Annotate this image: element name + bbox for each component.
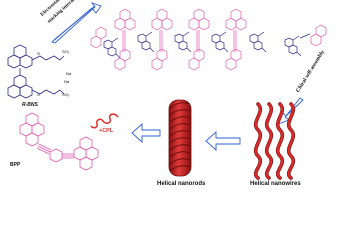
helical-nanorod — [168, 99, 192, 177]
cpl-label: +CPL — [99, 128, 114, 134]
coassembly-chain — [90, 8, 327, 71]
na-top-label: Na — [66, 71, 72, 76]
ether-o-top-label: O — [37, 51, 41, 56]
nanowires-to-nanorods-arrow — [205, 130, 241, 152]
cpl-spiral-icon — [90, 113, 119, 129]
helical-nanorods-label: Helical nanorods — [157, 181, 206, 187]
nanorods-to-cpl-arrow — [131, 122, 161, 144]
self-assembly-arrow — [277, 97, 304, 125]
r-bns-molecule — [7, 44, 65, 99]
helical-nanowires-label: Helical nanowires — [250, 181, 301, 187]
ether-o-bottom-label: O — [37, 92, 41, 97]
helical-nanowires — [253, 102, 296, 180]
bpp-label: BPP — [10, 162, 21, 168]
so3-bottom-label: SO₃ — [62, 92, 70, 97]
r-bns-label: R-BNS — [22, 102, 38, 108]
interaction-arrow — [51, 2, 102, 44]
so3-top-label: SO₃ — [62, 49, 70, 54]
scheme-canvas — [7, 2, 327, 180]
bpp-molecule — [19, 112, 99, 171]
na-bottom-label: Na — [64, 79, 70, 84]
